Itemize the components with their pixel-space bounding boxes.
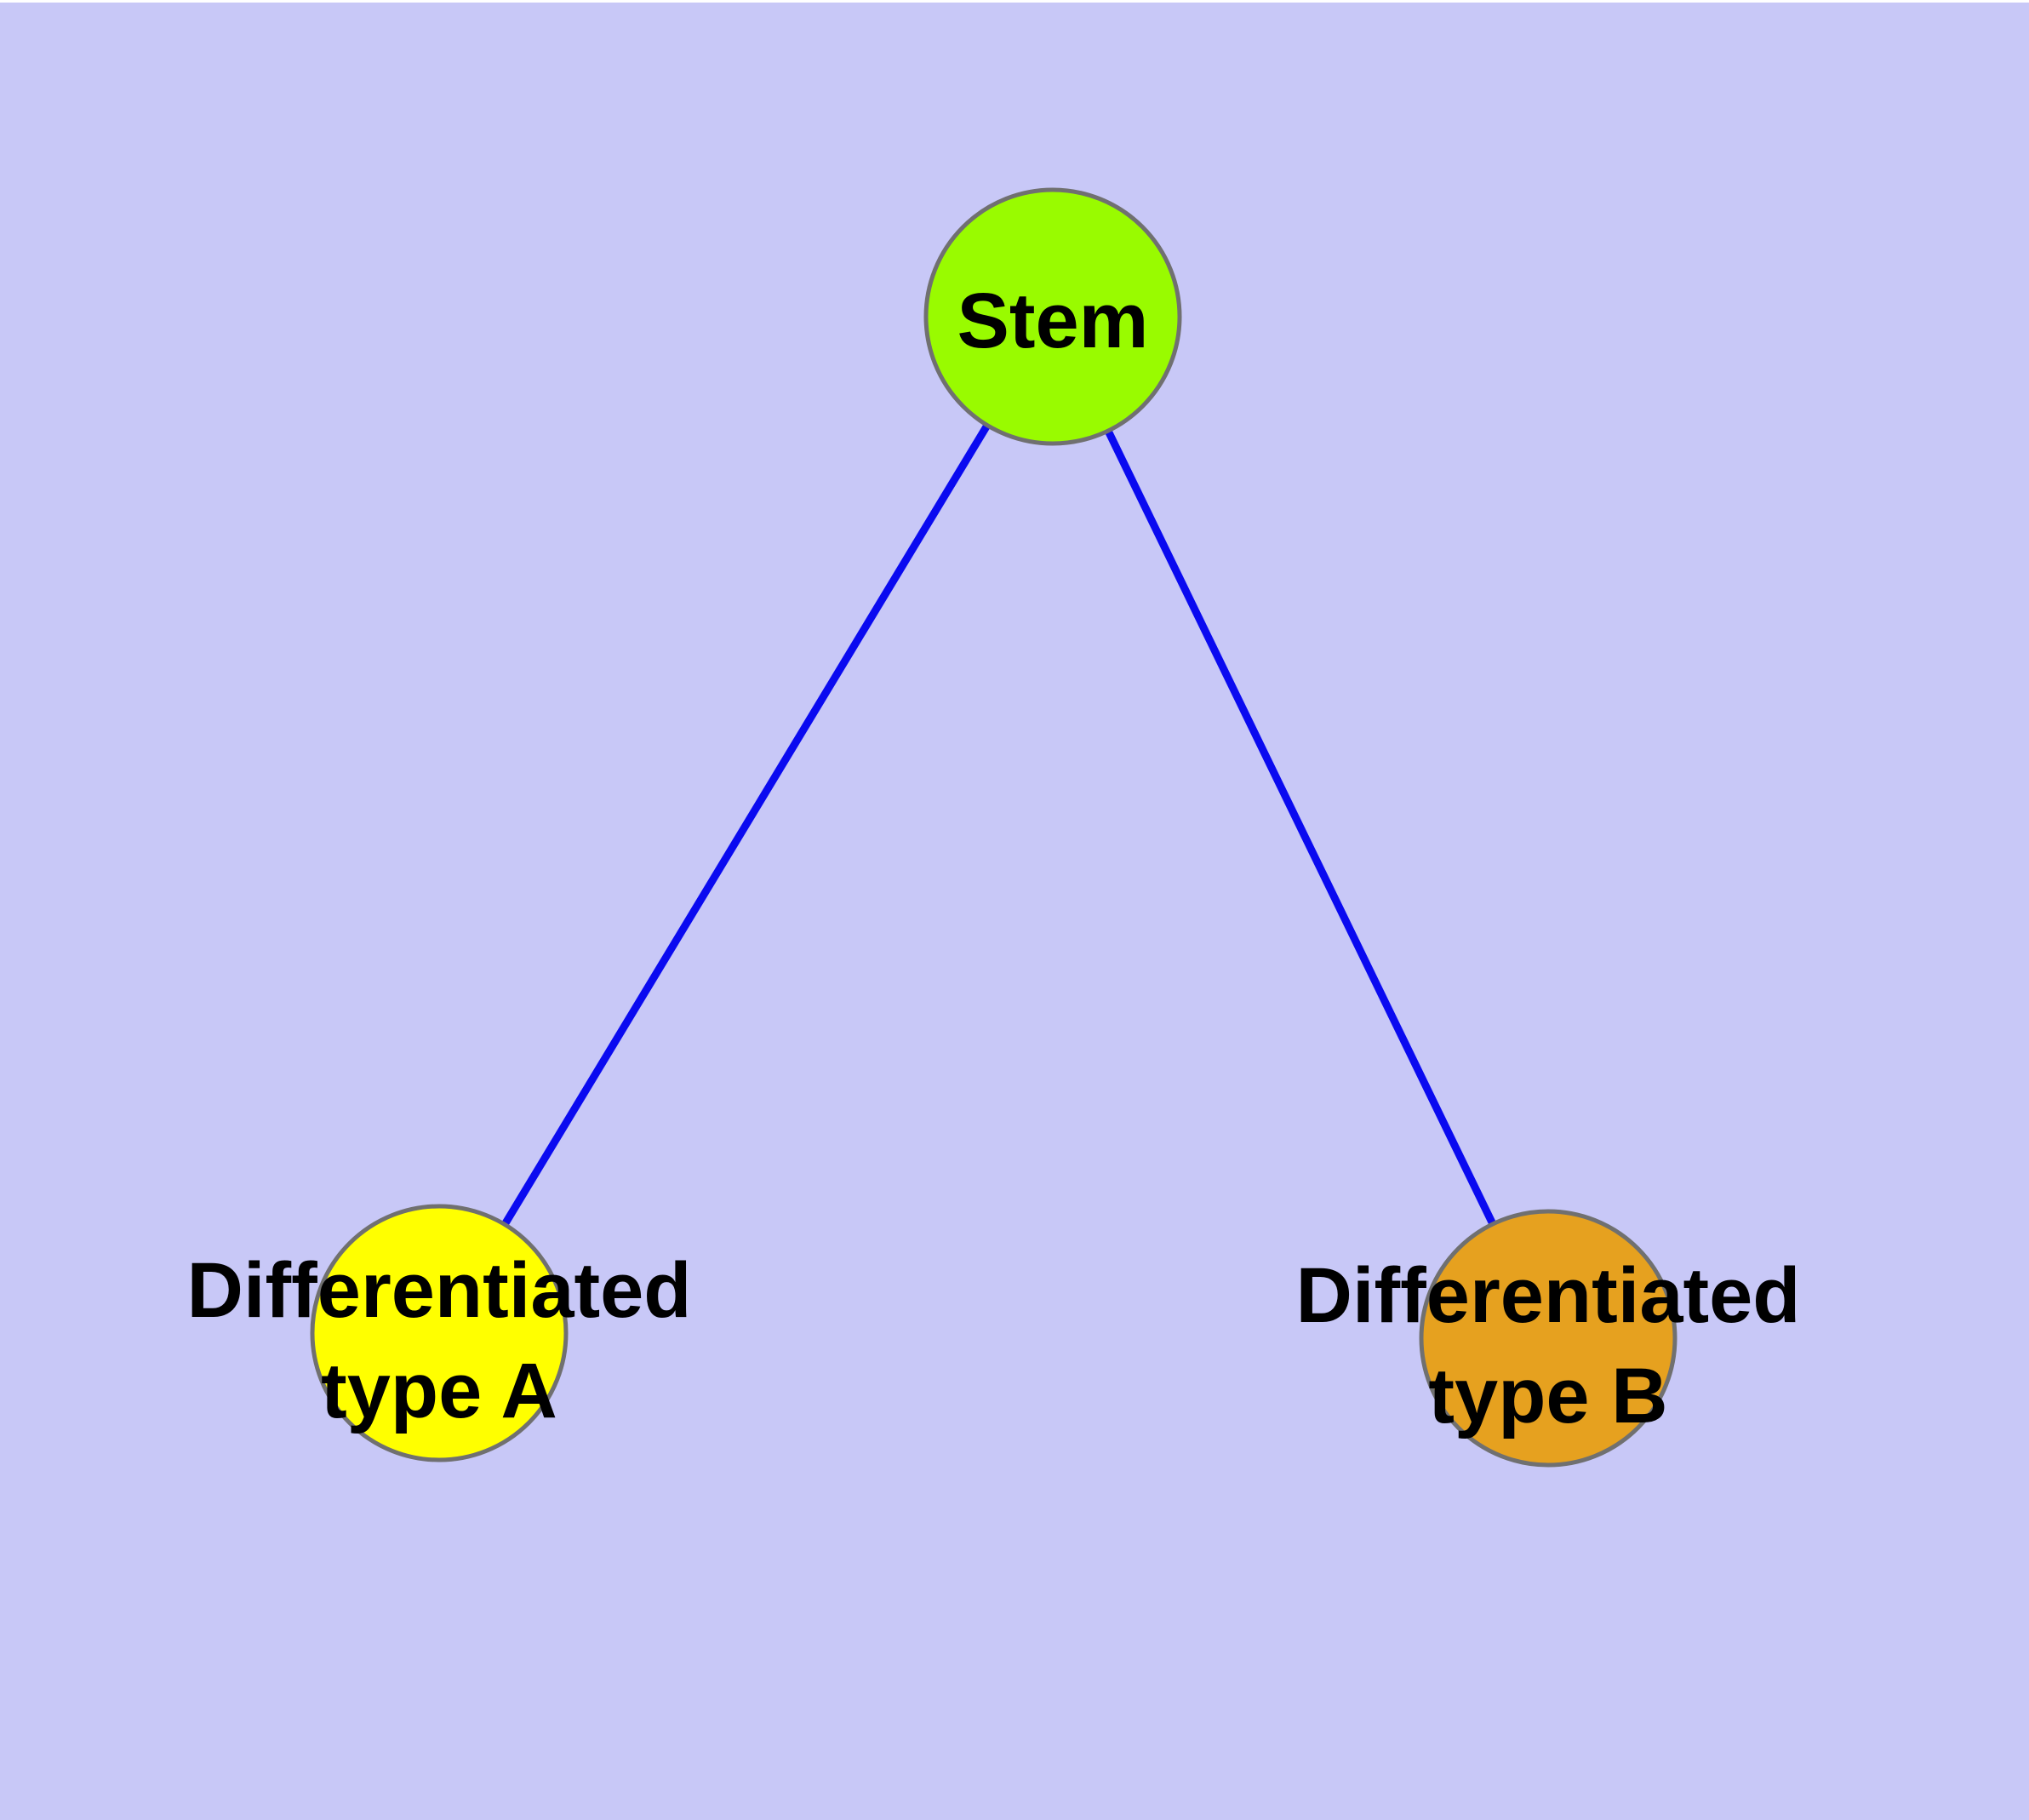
node-typeA-label-line1: Differentiated	[187, 1247, 692, 1334]
window-top-border	[0, 0, 2029, 3]
node-typeA-label-line2: type A	[321, 1348, 557, 1434]
node-stem-label: Stem	[957, 278, 1149, 364]
node-stem	[923, 187, 1182, 446]
node-typeB-label-line1: Differentiated	[1296, 1252, 1801, 1339]
edge-stem-to-typeA	[436, 314, 1056, 1336]
node-differentiated-type-b	[1419, 1209, 1677, 1468]
edge-stem-to-typeB	[1049, 315, 1552, 1340]
node-differentiated-type-a	[310, 1204, 569, 1462]
node-typeB-label-line2: type B	[1428, 1353, 1667, 1439]
